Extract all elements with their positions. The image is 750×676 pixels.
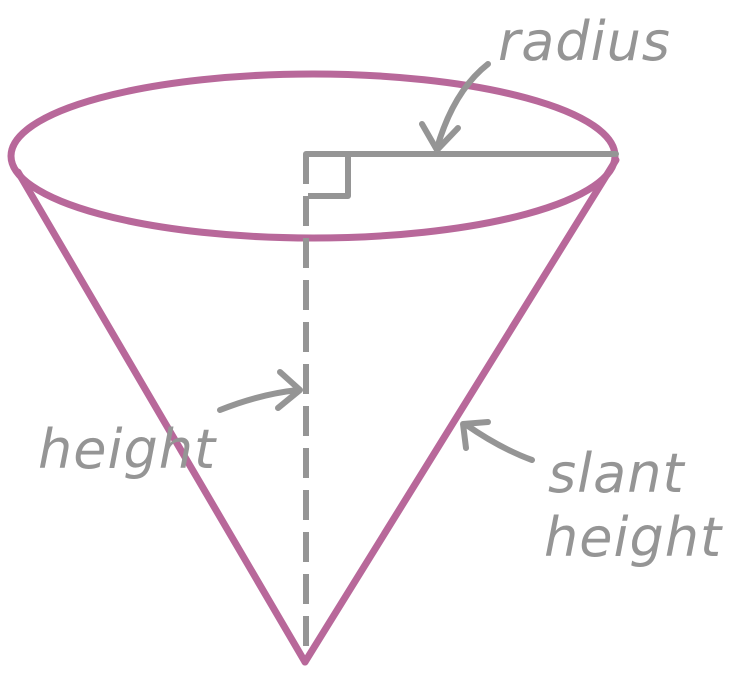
radius-arrow (434, 61, 491, 151)
radius-annotation: radius (419, 10, 671, 153)
height-annotation: height (38, 369, 303, 481)
radius-label: radius (498, 10, 671, 73)
height-label: height (38, 418, 217, 481)
right-angle-marker (308, 156, 351, 199)
measurements (303, 151, 619, 655)
cone (7, 70, 620, 666)
cone-right-side (301, 156, 620, 666)
slant-height-label-line1: slant (548, 442, 685, 505)
slant-height-annotation: slant height (460, 419, 723, 569)
radius-arrowhead-icon (419, 121, 461, 153)
slant-height-arrowhead-icon (460, 419, 491, 451)
height-arrowhead-icon (275, 369, 303, 411)
slant-height-label: slant height (544, 442, 723, 569)
slant-height-label-line2: height (544, 506, 723, 569)
slant-height-arrow (462, 421, 535, 463)
cone-left-side (14, 168, 309, 666)
height-arrow (217, 387, 301, 413)
